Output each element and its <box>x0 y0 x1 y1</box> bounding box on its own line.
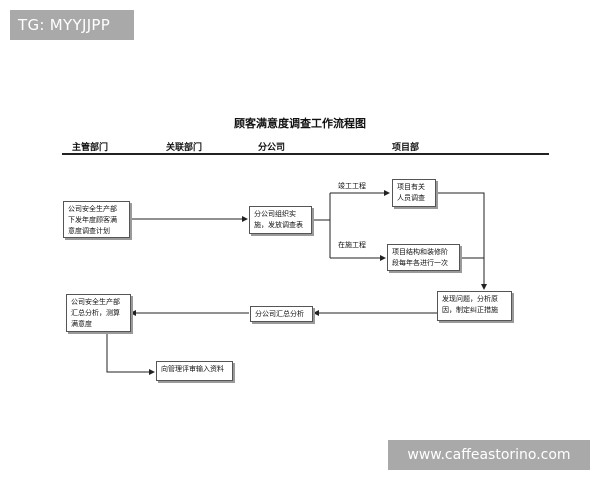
column-header-related-dept: 关联部门 <box>166 143 203 153</box>
column-header-project-dept: 项目部 <box>392 143 420 153</box>
node-annual-survey-schedule: 项目结构和装修阶 段每年各进行一次 <box>387 244 460 271</box>
node-management-review-input: 向管理评审输入资料 <box>156 361 233 381</box>
edge-label-completed: 竣工工程 <box>338 182 366 190</box>
diagram-title: 顾客满意度调查工作流程图 <box>234 117 366 130</box>
node-analyze-corrective: 发现问题，分析原 因，制定纠正措施 <box>437 291 512 321</box>
edge-survey-to-right <box>436 192 487 290</box>
node-issue-survey-plan: 公司安全生产部 下发年度顾客满 意度调查计划 <box>63 201 130 238</box>
header-divider <box>62 153 549 155</box>
node-project-staff-survey: 项目有关 人员调查 <box>392 179 436 207</box>
node-branch-implement: 分公司组织实 施，发放调查表 <box>249 206 312 234</box>
column-header-supervisor: 主管部门 <box>72 143 109 153</box>
column-header-branch: 分公司 <box>258 143 286 153</box>
edge-label-ongoing: 在施工程 <box>338 241 366 249</box>
node-branch-summary: 分公司汇总分析 <box>250 306 313 322</box>
watermark-url: www.caffeastorino.com <box>388 440 590 470</box>
edge-hq-to-report <box>106 332 155 375</box>
node-hq-summary-satisfaction: 公司安全生产部 汇总分析，测算 满意度 <box>66 294 131 332</box>
top-left-badge: TG: MYYJJPP <box>10 10 134 40</box>
